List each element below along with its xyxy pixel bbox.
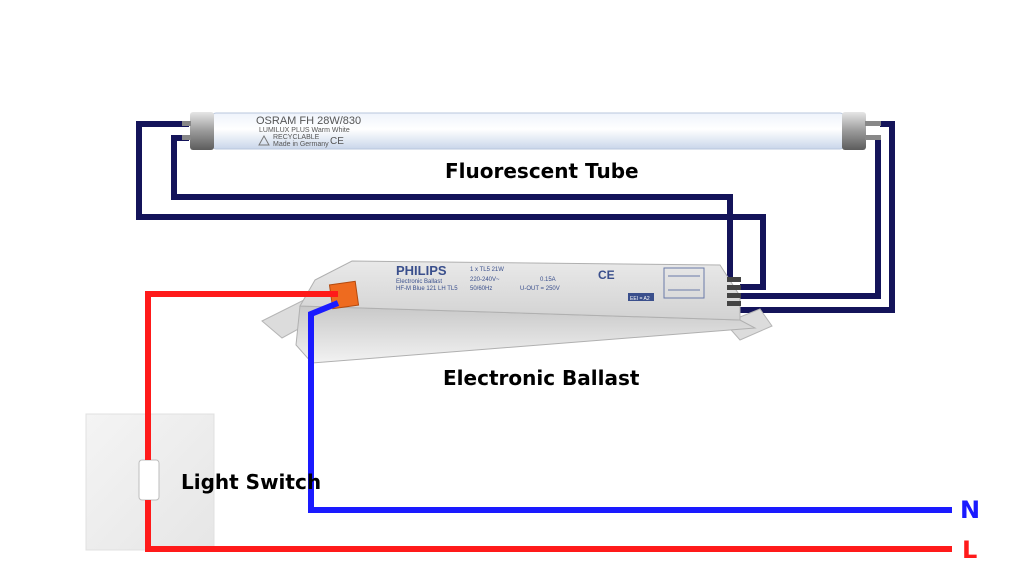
fluorescent-tube: OSRAM FH 28W/830 LUMILUX PLUS Warm White… (182, 112, 881, 150)
ballast-print-line5: 50/60Hz (470, 286, 492, 292)
ballast-print-line2: HF-M Blue 121 LH TL5 (396, 286, 458, 292)
live-wire (145, 291, 952, 552)
neutral-wire (308, 300, 952, 513)
ballast-print-line4: 220-240V~ (470, 277, 500, 283)
ballast-output-terminals (727, 277, 741, 306)
tube-label: Fluorescent Tube (445, 159, 639, 183)
ballast-wiring-schematic (663, 267, 705, 299)
ballast-brand: PHILIPS (396, 263, 447, 278)
ballast-label: Electronic Ballast (443, 366, 640, 390)
tube-left-pin (182, 121, 191, 126)
neutral-label: N (960, 496, 980, 524)
ballast-print-line6: U-OUT = 250V (520, 286, 560, 292)
tube-left-pin (182, 135, 191, 140)
ballast-print-line3: 1 x TL5 21W (470, 267, 504, 273)
tube-print-line1: OSRAM FH 28W/830 (256, 115, 361, 127)
tube-print-line3: RECYCLABLE (273, 134, 320, 141)
tube-wire-left-inner (171, 135, 733, 279)
switch-label: Light Switch (181, 470, 321, 494)
electronic-ballast: PHILIPS Electronic Ballast HF-M Blue 121… (261, 260, 773, 364)
ballast-eei: EEI = A2 (630, 296, 650, 302)
tube-print-line2: LUMILUX PLUS Warm White (259, 127, 350, 134)
tube-print-mark: CE (330, 136, 344, 147)
ballast-print-mark: CE (598, 268, 615, 282)
tube-right-pin (865, 135, 881, 140)
live-label: L (962, 536, 977, 564)
ballast-eei-badge (628, 293, 654, 301)
tube-wire-left-outer (136, 121, 766, 290)
tube-wires (136, 121, 895, 313)
tube-right-pin (865, 121, 881, 126)
tube-right-cap (842, 112, 866, 150)
warning-triangle-icon (258, 134, 270, 146)
switch-rocker (138, 459, 160, 501)
ballast-print-line7: 0.15A (540, 277, 556, 283)
tube-left-cap (190, 112, 214, 150)
ballast-print-line1: Electronic Ballast (396, 279, 442, 285)
tube-wire-right-outer (740, 121, 895, 313)
tube-print-line4: Made in Germany (273, 141, 329, 148)
